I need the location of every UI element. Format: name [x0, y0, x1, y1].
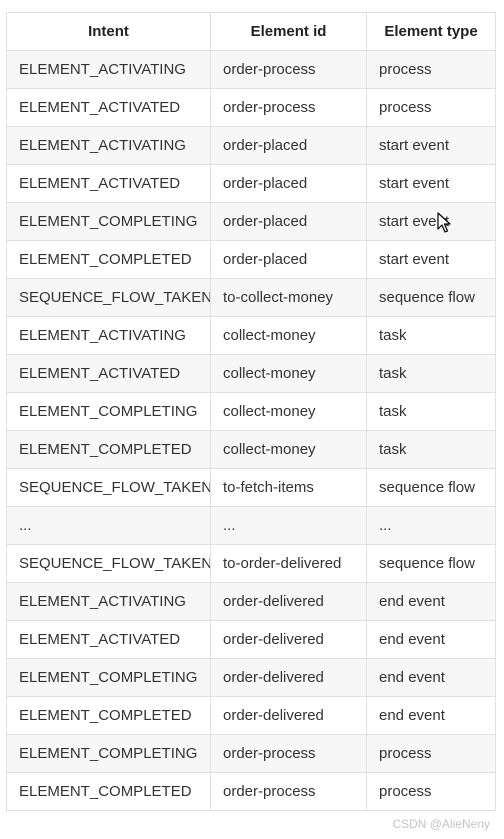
header-element-id: Element id	[210, 12, 367, 51]
cell-element-type: start event	[366, 164, 496, 203]
cell-intent: ELEMENT_ACTIVATED	[6, 620, 211, 659]
watermark: CSDN @AlieNeny	[392, 817, 490, 831]
cell-element-id: order-delivered	[210, 696, 367, 735]
table-row: .........	[6, 506, 496, 545]
cell-element-type: task	[366, 430, 496, 469]
cell-element-type: start event	[366, 202, 496, 241]
cell-intent: ELEMENT_ACTIVATING	[6, 126, 211, 165]
cell-element-id: collect-money	[210, 430, 367, 469]
cell-element-id: ...	[210, 506, 367, 545]
cell-intent: ELEMENT_COMPLETED	[6, 696, 211, 735]
cell-element-id: order-process	[210, 734, 367, 773]
cell-intent: ...	[6, 506, 211, 545]
cell-element-type: task	[366, 392, 496, 431]
cell-element-type: start event	[366, 126, 496, 165]
cell-intent: ELEMENT_ACTIVATED	[6, 354, 211, 393]
cell-element-type: end event	[366, 620, 496, 659]
cell-element-type: task	[366, 354, 496, 393]
cell-element-id: to-collect-money	[210, 278, 367, 317]
cell-intent: ELEMENT_ACTIVATING	[6, 582, 211, 621]
cell-intent: ELEMENT_COMPLETED	[6, 772, 211, 811]
cell-element-type: process	[366, 734, 496, 773]
header-element-type: Element type	[366, 12, 496, 51]
cell-element-type: sequence flow	[366, 278, 496, 317]
cell-element-id: to-fetch-items	[210, 468, 367, 507]
cell-element-id: collect-money	[210, 354, 367, 393]
cell-element-id: order-delivered	[210, 620, 367, 659]
cell-intent: ELEMENT_COMPLETED	[6, 240, 211, 279]
cell-element-id: order-placed	[210, 164, 367, 203]
cell-element-type: sequence flow	[366, 468, 496, 507]
cell-element-type: start event	[366, 240, 496, 279]
cell-element-id: order-placed	[210, 240, 367, 279]
cell-intent: ELEMENT_ACTIVATED	[6, 88, 211, 127]
cell-intent: SEQUENCE_FLOW_TAKEN	[6, 278, 211, 317]
cell-intent: ELEMENT_COMPLETING	[6, 202, 211, 241]
mouse-pointer-icon	[437, 212, 451, 234]
cell-intent: ELEMENT_COMPLETED	[6, 430, 211, 469]
cell-intent: ELEMENT_COMPLETING	[6, 392, 211, 431]
cell-element-type: end event	[366, 658, 496, 697]
cell-element-type: task	[366, 316, 496, 355]
cell-element-id: collect-money	[210, 316, 367, 355]
cell-element-type: end event	[366, 582, 496, 621]
cell-element-type: end event	[366, 696, 496, 735]
cell-intent: ELEMENT_COMPLETING	[6, 658, 211, 697]
intent-table: Intent Element id Element type ELEMENT_A…	[6, 12, 496, 811]
cell-element-id: order-process	[210, 772, 367, 811]
table-header-row: Intent Element id Element type	[6, 12, 496, 51]
cell-intent: ELEMENT_ACTIVATING	[6, 316, 211, 355]
intent-table-container: Intent Element id Element type ELEMENT_A…	[6, 12, 496, 811]
cell-element-id: order-placed	[210, 202, 367, 241]
cell-element-id: order-process	[210, 88, 367, 127]
cell-element-id: to-order-delivered	[210, 544, 367, 583]
cell-intent: SEQUENCE_FLOW_TAKEN	[6, 544, 211, 583]
cell-element-type: process	[366, 772, 496, 811]
cell-element-id: order-placed	[210, 126, 367, 165]
cell-intent: ELEMENT_ACTIVATING	[6, 50, 211, 89]
cell-element-type: process	[366, 50, 496, 89]
cell-element-id: collect-money	[210, 392, 367, 431]
cell-element-id: order-delivered	[210, 582, 367, 621]
cell-intent: SEQUENCE_FLOW_TAKEN	[6, 468, 211, 507]
cell-element-type: process	[366, 88, 496, 127]
cell-intent: ELEMENT_ACTIVATED	[6, 164, 211, 203]
cell-element-type: sequence flow	[366, 544, 496, 583]
cell-element-id: order-process	[210, 50, 367, 89]
cell-element-type: ...	[366, 506, 496, 545]
cell-element-id: order-delivered	[210, 658, 367, 697]
header-intent: Intent	[6, 12, 211, 51]
cell-intent: ELEMENT_COMPLETING	[6, 734, 211, 773]
